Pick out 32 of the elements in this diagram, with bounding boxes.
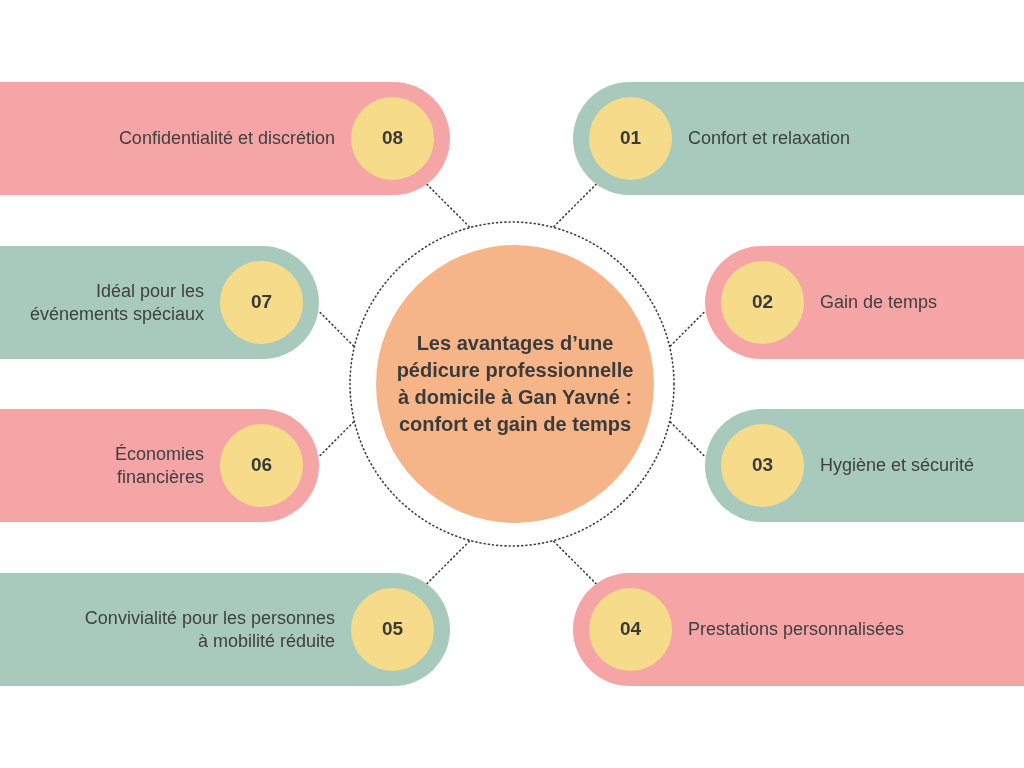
number-badge: 07 xyxy=(220,261,303,344)
dotted-connector xyxy=(669,421,707,459)
benefit-pill xyxy=(0,409,319,522)
dotted-connector xyxy=(669,309,707,347)
benefit-label: Hygiène et sécurité xyxy=(820,454,975,477)
number-badge: 05 xyxy=(351,588,434,671)
number-badge: 03 xyxy=(721,424,804,507)
number-badge: 06 xyxy=(220,424,303,507)
benefit-pill xyxy=(573,82,1024,195)
benefit-pill xyxy=(573,573,1024,686)
title-text: Les avantages d’une pédicure professionnelle à domicile à Gan Yavné : confort et gain de temps xyxy=(395,331,635,437)
benefit-pill xyxy=(705,409,1024,522)
dotted-connector xyxy=(553,540,598,585)
benefit-label: Prestations personnalisées xyxy=(688,618,905,641)
dotted-connector xyxy=(425,183,471,228)
benefit-label: Idéal pour les événements spéciaux xyxy=(28,279,204,326)
dotted-ring xyxy=(349,221,675,547)
number-badge: 04 xyxy=(589,588,672,671)
dotted-connector xyxy=(553,183,598,228)
benefit-pill xyxy=(0,573,450,686)
benefit-label: Convivialité pour les personnes à mobilité réduite xyxy=(83,606,335,653)
benefit-label: Confidentialité et discrétion xyxy=(118,127,335,150)
dotted-connector xyxy=(425,540,471,585)
benefit-label: Gain de temps xyxy=(820,291,938,314)
benefit-pill xyxy=(0,246,319,359)
number-badge: 01 xyxy=(589,97,672,180)
benefit-label: Confort et relaxation xyxy=(688,127,851,150)
benefit-label: Économies financières xyxy=(113,442,204,489)
benefit-pill xyxy=(705,246,1024,359)
number-badge: 08 xyxy=(351,97,434,180)
benefit-pill xyxy=(0,82,450,195)
number-badge: 02 xyxy=(721,261,804,344)
